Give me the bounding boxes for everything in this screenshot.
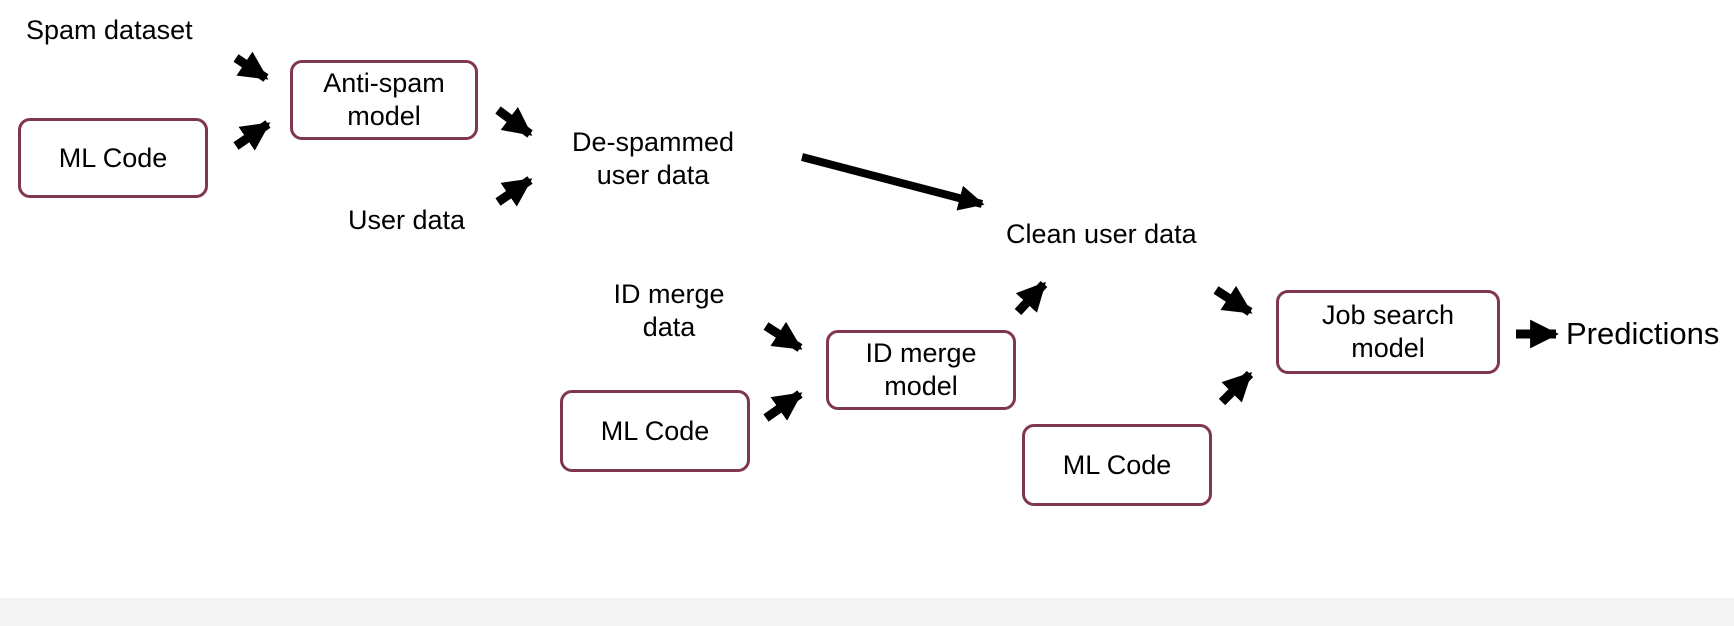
id-merge-model-box: ID merge model xyxy=(826,330,1016,410)
arrow-user-data-to-despammed xyxy=(495,176,533,207)
ml-code-box-1: ML Code xyxy=(18,118,208,198)
job-search-model-box: Job search model xyxy=(1276,290,1500,374)
arrow-spam-dataset-to-anti-spam xyxy=(233,51,269,82)
arrow-id-merge-model-to-clean xyxy=(1014,280,1048,316)
arrow-anti-spam-to-despammed xyxy=(495,106,533,138)
clean-user-data-label: Clean user data xyxy=(1006,219,1197,249)
arrow-despammed-to-clean xyxy=(800,153,985,211)
arrow-clean-to-job-search xyxy=(1213,285,1253,316)
arrow-ml-code-1-to-anti-spam xyxy=(233,120,271,151)
arrow-id-merge-data-to-id-merge-model xyxy=(763,321,803,352)
ml-code-text-1: ML Code xyxy=(58,142,168,173)
arrow-ml-code-2-to-id-merge-model xyxy=(763,390,803,422)
user-data-label: User data xyxy=(348,205,466,235)
arrow-ml-code-3-to-job-search xyxy=(1218,370,1254,406)
spam-dataset-label: Spam dataset xyxy=(26,15,193,45)
despammed-user-data-label: De-spammed user data xyxy=(571,127,735,190)
anti-spam-model-box: Anti-spam model xyxy=(290,60,478,140)
job-search-model-text: Job search model xyxy=(1321,300,1455,363)
ml-code-text-3: ML Code xyxy=(1062,449,1172,480)
id-merge-data-label: ID merge data xyxy=(613,279,725,342)
ml-code-text-2: ML Code xyxy=(600,415,710,446)
anti-spam-model-text: Anti-spam model xyxy=(323,68,445,131)
bottom-band xyxy=(0,598,1734,626)
id-merge-model-text: ID merge model xyxy=(865,338,977,401)
predictions-label: Predictions xyxy=(1566,316,1720,351)
ml-code-box-2: ML Code xyxy=(560,390,750,472)
ml-code-box-3: ML Code xyxy=(1022,424,1212,506)
